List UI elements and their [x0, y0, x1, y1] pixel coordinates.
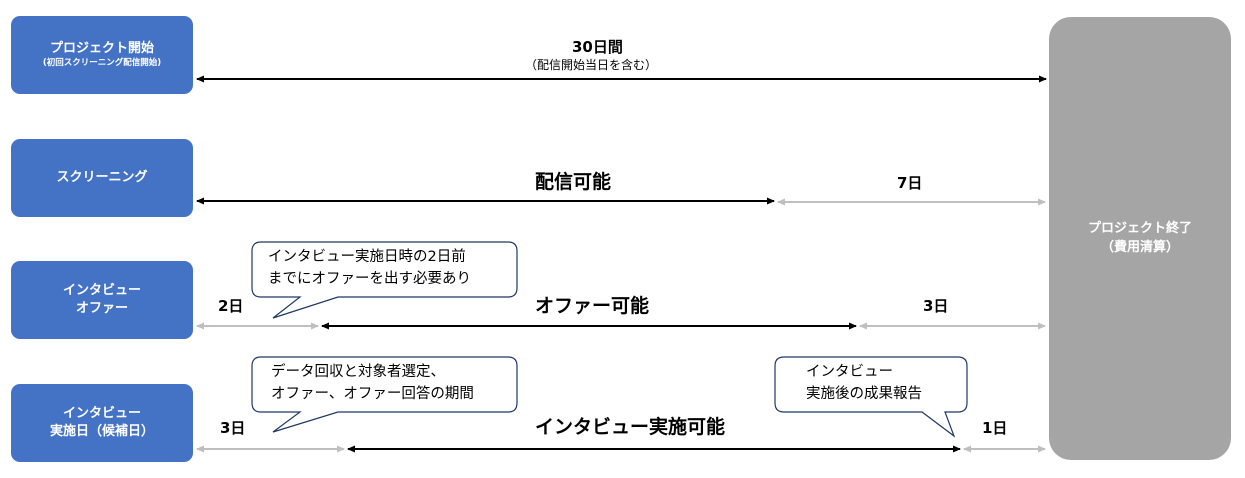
end-title: プロジェクト終了 [1087, 220, 1192, 236]
phase-title-line2: 実施日（候補日） [49, 424, 154, 439]
label-30-days-note: （配信開始当日を含む） [525, 58, 658, 72]
label-1-day: 1日 [982, 419, 1008, 437]
callout-data-text: データ回収と対象者選定、 オファー、オファー回答の期間 [271, 362, 474, 406]
callout-offer-shape [251, 241, 518, 319]
phase-interview-offer: インタビュー オファー [11, 261, 193, 339]
phase-title-line2: オファー [75, 301, 128, 316]
callout-offer-line1: インタビュー実施日時の2日前 [268, 249, 466, 265]
phase-title-line1: インタビュー [62, 406, 141, 422]
label-offer-available: オファー可能 [535, 295, 650, 317]
label-30-days: 30日間 [572, 38, 623, 56]
callout-report-line1: インタビュー [806, 364, 893, 380]
label-3-days-after: 3日 [923, 297, 949, 315]
callout-report-shape [774, 356, 968, 438]
phase-title: プロジェクト開始 [49, 41, 154, 57]
label-2-days: 2日 [218, 297, 244, 315]
phase-project-start: プロジェクト開始 (初回スクリーニング配信開始) [11, 16, 193, 94]
phase-subtitle: (初回スクリーニング配信開始) [42, 58, 162, 69]
label-interview-available: インタビュー実施可能 [535, 416, 726, 438]
callout-report-line2: 実施後の成果報告 [806, 385, 922, 402]
phase-screening: スクリーニング [11, 139, 193, 217]
label-delivery-available: 配信可能 [535, 171, 612, 193]
project-end-box: プロジェクト終了 （費用清算） [1049, 17, 1231, 460]
callout-data-shape [251, 356, 518, 433]
callout-report-text: インタビュー 実施後の成果報告 [806, 362, 922, 406]
label-7-days: 7日 [897, 174, 923, 192]
end-subtitle: （費用清算） [1100, 239, 1179, 255]
phase-title: スクリーニング [56, 170, 148, 186]
callout-data-line2: オファー、オファー回答の期間 [271, 385, 474, 402]
label-3-days-before: 3日 [220, 419, 246, 437]
callout-offer-line2: までにオファーを出す必要あり [268, 270, 471, 287]
phase-title-line1: インタビュー [62, 283, 141, 299]
callout-offer-text: インタビュー実施日時の2日前 までにオファーを出す必要あり [268, 247, 471, 291]
callout-data-line1: データ回収と対象者選定、 [271, 364, 445, 380]
phase-interview-date: インタビュー 実施日（候補日） [11, 384, 193, 462]
